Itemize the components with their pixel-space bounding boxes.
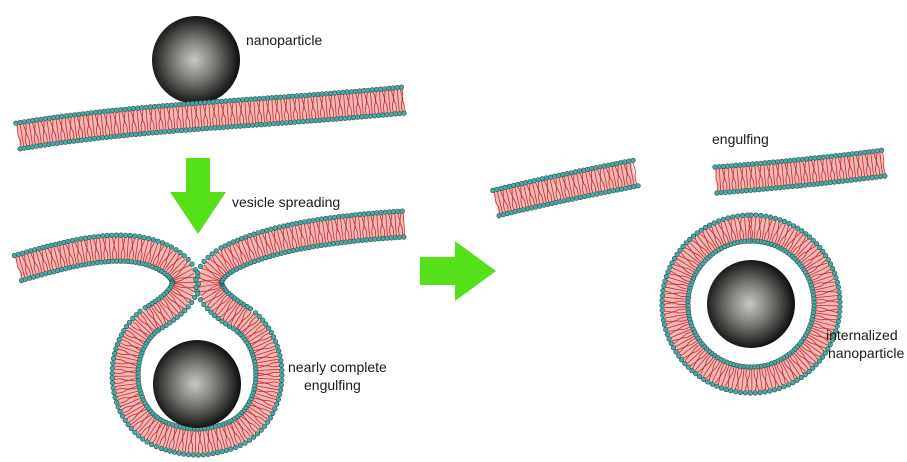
membrane-left-fragment <box>491 158 641 218</box>
down-arrow-icon <box>170 158 226 234</box>
label-nanoparticle: nanoparticle <box>246 32 322 48</box>
nanoparticle-wrapped <box>153 340 241 428</box>
right-arrow-icon <box>420 241 496 301</box>
label-internalized: internalized <box>826 327 898 343</box>
label-engulfing-2: engulfing <box>712 131 769 147</box>
stage-internalized: engulfing internalized nanoparticle <box>491 131 905 395</box>
membrane-right-fragment <box>713 148 887 195</box>
stage-approach: nanoparticle <box>14 16 407 151</box>
label-vesicle-spreading: vesicle spreading <box>232 194 340 210</box>
nanoparticle-internalized <box>707 260 795 348</box>
label-nanoparticle-2: nanoparticle <box>828 345 904 361</box>
stage-wrapping: nearly complete engulfing <box>12 209 406 458</box>
label-engulfing-1: engulfing <box>304 377 361 393</box>
label-nearly-complete: nearly complete <box>288 359 387 375</box>
nanoparticle-top <box>152 16 240 104</box>
